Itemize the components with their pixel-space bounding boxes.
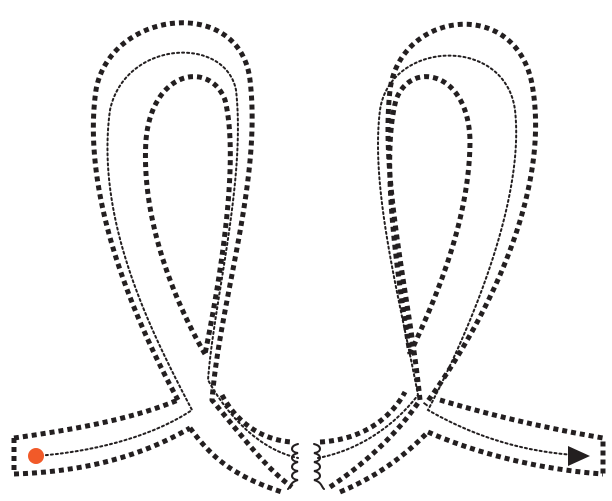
right-cross-wall-b [340, 432, 428, 492]
right-exit-top-wall [440, 400, 603, 474]
finish-arrow-icon [568, 446, 590, 466]
left-squiggle [288, 444, 298, 489]
right-squiggle [314, 444, 324, 489]
left-guide-line [36, 53, 298, 458]
start-dot-icon [28, 448, 44, 464]
right-loop [318, 24, 603, 492]
middle-squiggles [288, 444, 324, 489]
left-loop [14, 23, 298, 492]
left-loop-inner-wall [145, 77, 230, 354]
left-cross-wall-b [222, 395, 292, 442]
